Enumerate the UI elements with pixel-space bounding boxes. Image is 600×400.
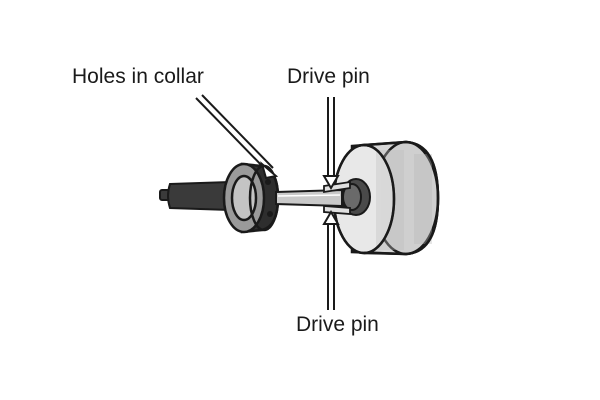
drive-pin-bottom-arrow-head [322,210,340,225]
arrow-heads [260,161,340,225]
label-drive-pin-bottom: Drive pin [296,313,379,336]
drive-pin-top-arrow-head [322,175,340,190]
collar-holes [265,179,273,217]
holes-arrow-head [260,161,279,180]
leader-lines [195,94,335,310]
drive-pin-lower [323,205,351,215]
cutter-shading [376,150,432,250]
connecting-rod [275,188,343,208]
holes-leader-line-b [201,94,274,169]
holes-leader-line-a [195,97,269,173]
label-holes-in-collar: Holes in collar [72,65,204,88]
shank [159,180,236,212]
drive-pin-upper [323,180,351,194]
cutter-side-outline [363,140,440,256]
label-drive-pin-top: Drive pin [287,65,370,88]
